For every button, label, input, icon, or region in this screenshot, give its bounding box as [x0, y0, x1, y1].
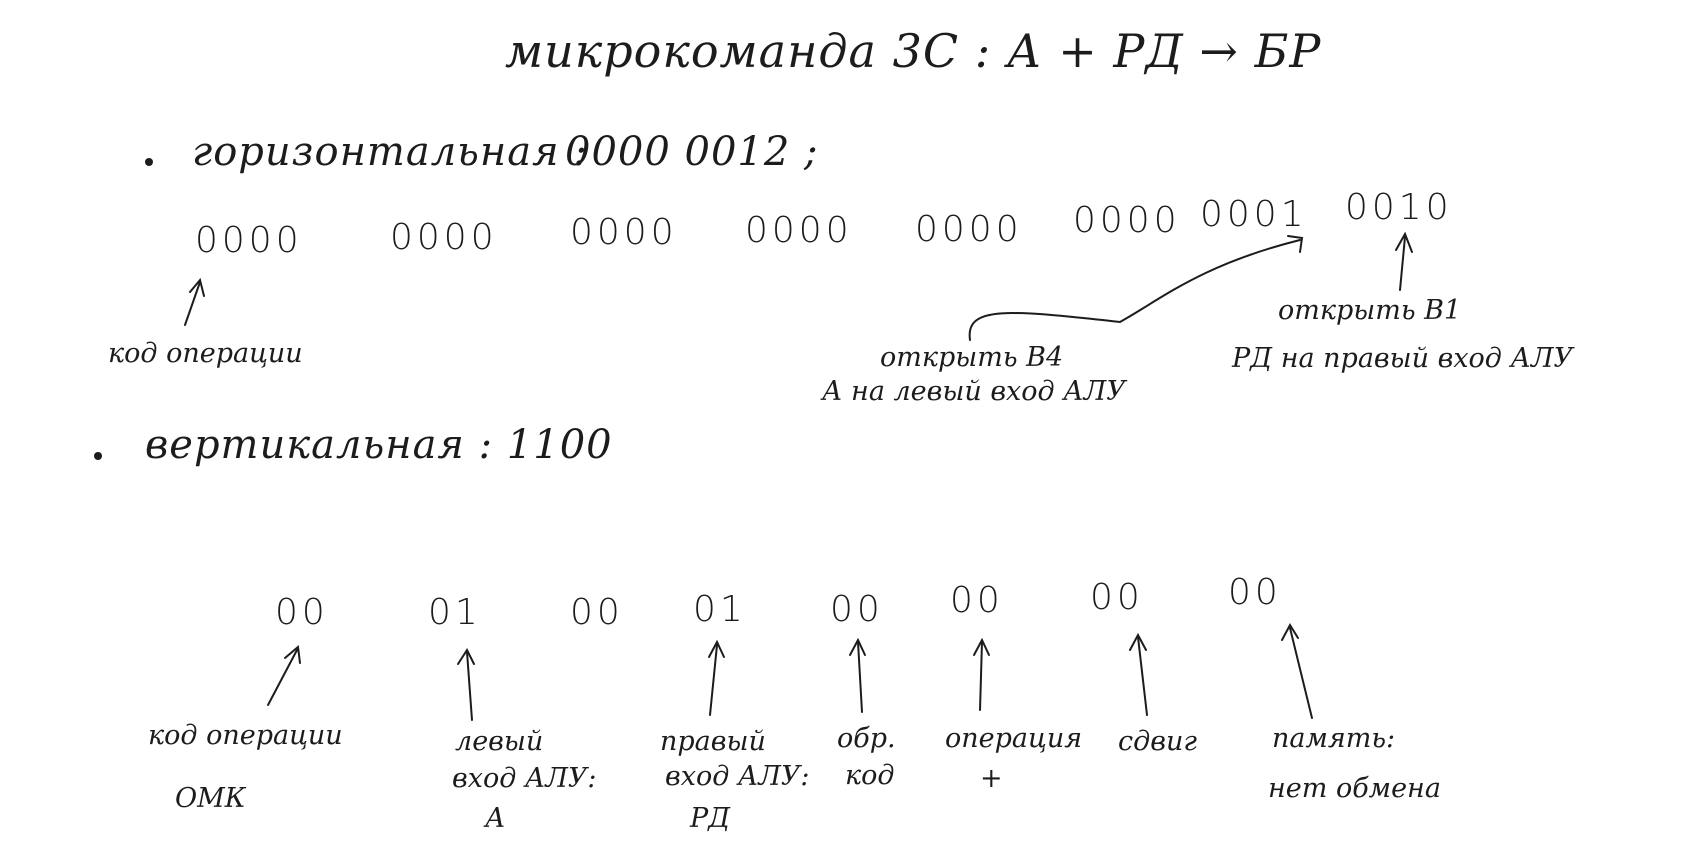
- horizontal-bit-group: 0000: [1073, 200, 1181, 241]
- vertical-label: вертикальная : 1100: [145, 422, 613, 468]
- vfield-opcode-value: ОМК: [175, 783, 246, 814]
- vfield-right-value: РД: [690, 803, 731, 834]
- horizontal-hex: 0000 0012 ;: [565, 129, 819, 175]
- arrow-opcode-horizontal: [184, 277, 205, 326]
- vfield-shift-label: сдвиг: [1118, 726, 1197, 757]
- horizontal-bit-group: 0000: [745, 210, 853, 251]
- opcode-note: код операции: [108, 338, 303, 369]
- horizontal-bit-group: 0010: [1345, 187, 1453, 228]
- arrow-vfield-4: [849, 637, 866, 713]
- vfield-left-value: А: [485, 803, 506, 834]
- vertical-field-bits: 00: [1228, 572, 1282, 613]
- arrow-vfield-0: [267, 645, 301, 706]
- vertical-field-bits: 01: [428, 592, 482, 633]
- vfield-mem-label2: нет обмена: [1268, 773, 1441, 804]
- horizontal-label: горизонтальная :: [192, 129, 588, 175]
- arrow-vfield-5: [973, 637, 990, 711]
- page-title: микрокоманда 3С : А + РД → БР: [505, 24, 1322, 78]
- horizontal-bit-group: 0000: [390, 217, 498, 258]
- vertical-field-bits: 00: [1090, 577, 1144, 618]
- vertical-field-bits: 01: [693, 589, 747, 630]
- vfield-inv-label2: код: [845, 760, 895, 791]
- vfield-right-label1: правый: [660, 726, 766, 757]
- vfield-op-label2: +: [980, 763, 1003, 794]
- horizontal-bit-group: 0001: [1200, 194, 1308, 235]
- vertical-field-bits: 00: [950, 580, 1004, 621]
- b4-note-line1: открыть В4: [880, 342, 1064, 373]
- arrow-b1: [1395, 231, 1413, 291]
- arrow-vfield-7: [1281, 622, 1313, 719]
- b4-note-line2: А на левый вход АЛУ: [822, 376, 1126, 407]
- arrow-b4: [968, 235, 1304, 341]
- b1-note-line2: РД на правый вход АЛУ: [1232, 343, 1573, 374]
- vertical-field-bits: 00: [570, 592, 624, 633]
- arrow-vfield-1: [457, 647, 475, 721]
- vfield-inv-label1: обр.: [837, 723, 896, 754]
- vfield-right-label2: вход АЛУ:: [665, 761, 810, 792]
- horizontal-bit-group: 0000: [195, 220, 303, 261]
- vfield-mem-label1: память:: [1272, 723, 1396, 754]
- vfield-op-label1: операция: [945, 723, 1083, 754]
- bullet-horizontal: [145, 158, 153, 166]
- bullet-vertical: [94, 452, 102, 460]
- vfield-opcode-label: код операции: [148, 720, 343, 751]
- horizontal-bit-group: 0000: [915, 209, 1023, 250]
- vertical-field-bits: 00: [275, 592, 329, 633]
- b1-note-line1: открыть В1: [1278, 295, 1462, 326]
- vertical-field-bits: 00: [830, 589, 884, 630]
- vfield-left-label2: вход АЛУ:: [452, 763, 597, 794]
- vfield-left-label1: левый: [455, 726, 544, 757]
- horizontal-bit-group: 0000: [570, 212, 678, 253]
- arrow-vfield-6: [1129, 632, 1148, 716]
- arrow-vfield-3: [708, 639, 725, 716]
